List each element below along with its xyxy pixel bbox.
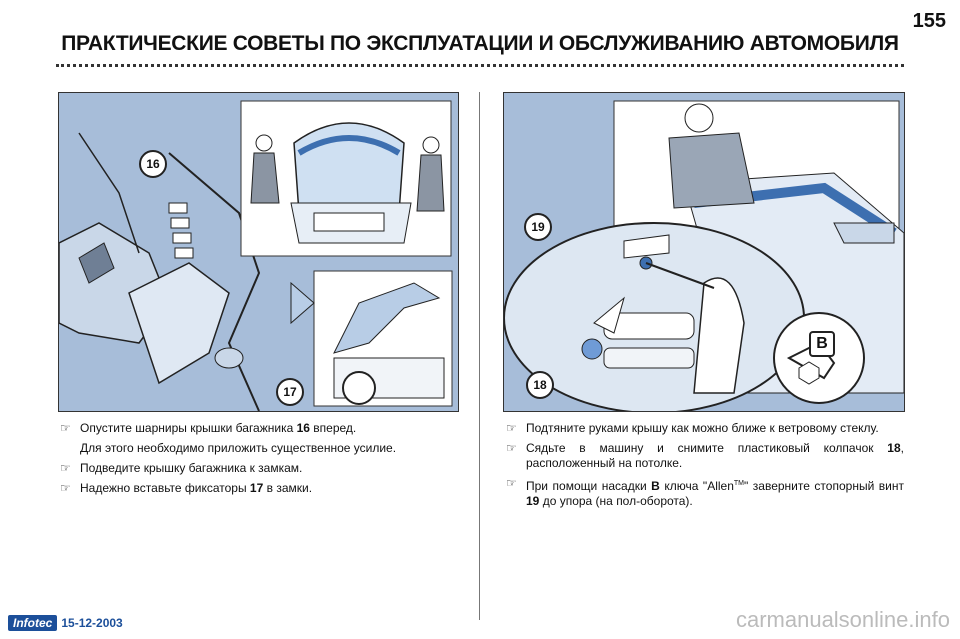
title-divider: [56, 64, 904, 67]
site-watermark: carmanualsonline.info: [735, 607, 950, 632]
instruction-item: ☞ Подведите крышку багажника к замкам.: [60, 461, 303, 475]
right-instructions: ☞ Подтяните руками крышу как можно ближе…: [506, 421, 904, 514]
pointing-hand-icon: ☞: [60, 481, 71, 495]
pointing-hand-icon: ☞: [60, 461, 71, 475]
footer-date: 15-12-2003: [61, 616, 123, 630]
callout-17: 17: [276, 378, 304, 406]
left-instructions: ☞ Опустите шарниры крышки багажника 16 в…: [60, 421, 460, 501]
infotec-logo: Infotec: [8, 615, 58, 631]
pointing-hand-icon: ☞: [60, 421, 71, 435]
callout-18: 18: [526, 371, 554, 399]
instruction-note: Для этого необходимо приложить существен…: [80, 441, 397, 455]
trunk-lid-illustration: 16 17: [58, 92, 459, 412]
callout-16: 16: [139, 150, 167, 178]
roof-latch-illustration: 19 18 B: [503, 92, 905, 412]
callout-19: 19: [524, 213, 552, 241]
pointing-hand-icon: ☞: [506, 421, 517, 435]
callout-b: B: [809, 331, 835, 357]
instruction-item: ☞ Надежно вставьте фиксаторы 17 в замки.: [60, 481, 313, 495]
instruction-item: ☞ Опустите шарниры крышки багажника 16 в…: [60, 421, 357, 435]
instruction-item: ☞ Подтяните руками крышу как можно ближе…: [506, 421, 879, 435]
instruction-item: ☞ Сядьте в машину и снимите пластиковый …: [506, 441, 904, 470]
pointing-hand-icon: ☞: [506, 476, 517, 490]
column-divider: [479, 92, 480, 620]
instruction-item: ☞ При помощи насадки B ключа "AllenTM" з…: [506, 476, 904, 508]
page-title: ПРАКТИЧЕСКИЕ СОВЕТЫ ПО ЭКСПЛУАТАЦИИ И ОБ…: [61, 32, 899, 55]
page-number: 155: [912, 10, 946, 32]
pointing-hand-icon: ☞: [506, 441, 517, 455]
page-footer: Infotec 15-12-2003: [8, 615, 123, 631]
